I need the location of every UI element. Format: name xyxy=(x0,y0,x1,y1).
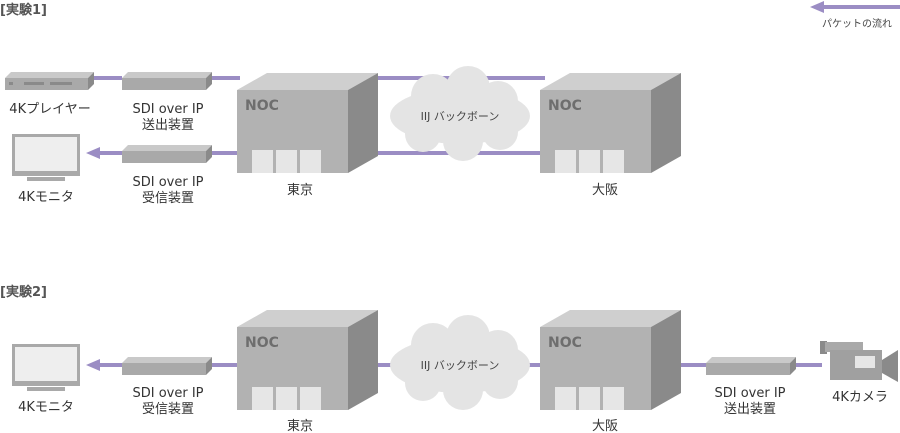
noc-tokyo-building-icon xyxy=(237,310,378,410)
receiver-label-1: SDI over IP xyxy=(132,386,203,401)
experiment2-title: [実験2] xyxy=(0,284,47,300)
noc-osaka-label: NOC xyxy=(548,335,582,351)
tokyo-label: 東京 xyxy=(287,182,313,198)
experiment2: [実験2] 4Kモニタ SDI over IP 受信装置 NOC 東京 IIJ … xyxy=(0,284,898,433)
noc-osaka-label: NOC xyxy=(548,98,582,114)
tokyo-label: 東京 xyxy=(287,418,313,433)
arrowhead-icon xyxy=(86,359,100,371)
receiver-label-2: 受信装置 xyxy=(142,402,194,417)
sender-label-1: SDI over IP xyxy=(132,102,203,117)
experiment1: [実験1] 4Kプレイヤー SDI over IP 送出装置 SDI over … xyxy=(0,2,681,206)
camera-label: 4Kカメラ xyxy=(832,390,888,405)
player-label: 4Kプレイヤー xyxy=(9,102,90,117)
sdi-sender-device xyxy=(122,72,212,90)
noc-tokyo-label: NOC xyxy=(245,335,279,351)
legend: パケットの流れ xyxy=(810,1,900,30)
sender-label-2: 送出装置 xyxy=(142,118,194,133)
legend-label: パケットの流れ xyxy=(822,17,892,30)
noc-tokyo-building-icon xyxy=(237,73,378,173)
sdi-sender-device xyxy=(706,357,796,375)
backbone-label: IIJ バックボーン xyxy=(421,359,500,372)
noc-osaka-building-icon xyxy=(540,310,681,410)
arrowhead-icon xyxy=(86,147,100,159)
legend-arrowhead-icon xyxy=(810,1,824,13)
monitor-label: 4Kモニタ xyxy=(18,400,74,415)
receiver-label-2: 受信装置 xyxy=(142,191,194,206)
osaka-label: 大阪 xyxy=(592,419,618,433)
4k-player-device xyxy=(5,72,94,90)
noc-tokyo-label: NOC xyxy=(245,98,279,114)
sender-label-1: SDI over IP xyxy=(714,386,785,401)
receiver-label-1: SDI over IP xyxy=(132,175,203,190)
backbone-label: IIJ バックボーン xyxy=(421,110,500,123)
experiment1-title: [実験1] xyxy=(0,2,47,18)
osaka-label: 大阪 xyxy=(592,183,618,198)
sender-label-2: 送出装置 xyxy=(724,402,776,417)
noc-osaka-building-icon xyxy=(540,73,681,173)
4k-monitor-icon xyxy=(12,344,80,391)
sdi-receiver-device xyxy=(122,357,212,375)
monitor-label: 4Kモニタ xyxy=(18,190,74,205)
4k-monitor-icon xyxy=(12,134,80,181)
sdi-receiver-device xyxy=(122,145,212,163)
4k-camera-icon xyxy=(820,341,898,382)
